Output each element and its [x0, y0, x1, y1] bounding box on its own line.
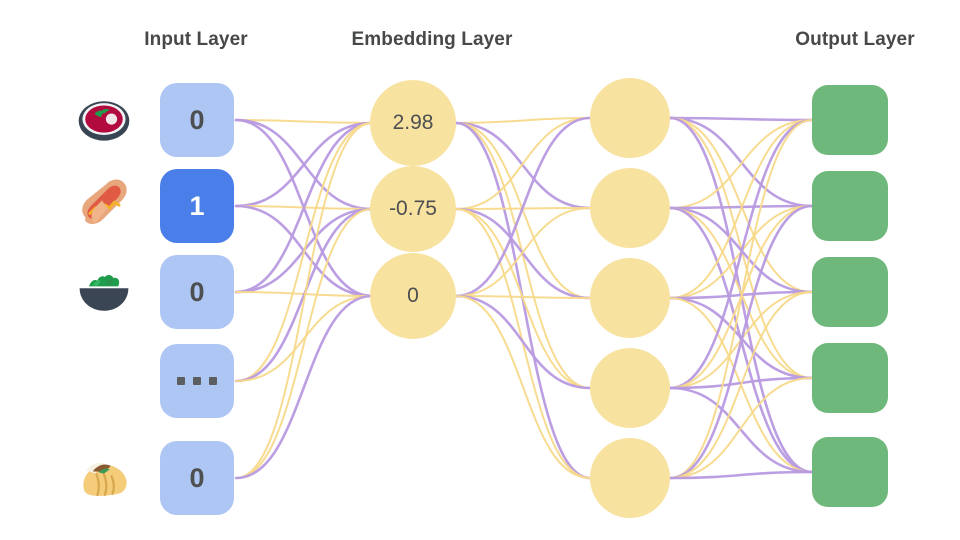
hidden-node-4[interactable] [590, 438, 670, 518]
input-layer-title: Input Layer [144, 29, 248, 50]
embedding-node-value: 0 [407, 284, 419, 307]
hidden-node-1[interactable] [590, 168, 670, 248]
embedding-node-value: 2.98 [392, 111, 434, 134]
hidden-node-2[interactable] [590, 258, 670, 338]
input-node-2[interactable]: 0 [160, 255, 234, 329]
embedding-node-value: -0.75 [389, 197, 437, 220]
hot-dog-icon [74, 176, 134, 236]
hidden-node-0[interactable] [590, 78, 670, 158]
embedding-layer-title: Embedding Layer [351, 29, 513, 50]
output-node-3[interactable] [812, 343, 888, 413]
output-node-1[interactable] [812, 171, 888, 241]
input-node-4[interactable]: 0 [160, 441, 234, 515]
input-node-value: 1 [189, 190, 205, 221]
green-salad-icon [74, 262, 134, 322]
input-node-value: 0 [189, 462, 205, 493]
embedding-node-1[interactable]: -0.75 [370, 166, 456, 252]
hidden-node-3[interactable] [590, 348, 670, 428]
input-node-0[interactable]: 0 [160, 83, 234, 157]
input-node-ellipsis[interactable] [160, 344, 234, 418]
input-node-value: 0 [189, 276, 205, 307]
output-node-0[interactable] [812, 85, 888, 155]
burrito-icon [74, 448, 134, 508]
ellipsis-icon [177, 377, 217, 385]
output-layer-title: Output Layer [795, 29, 915, 50]
stew-bowl-icon [74, 90, 134, 150]
embedding-node-2[interactable]: 0 [370, 253, 456, 339]
input-node-1[interactable]: 1 [160, 169, 234, 243]
input-node-value: 0 [189, 104, 205, 135]
output-node-4[interactable] [812, 437, 888, 507]
output-node-2[interactable] [812, 257, 888, 327]
embedding-node-0[interactable]: 2.98 [370, 80, 456, 166]
